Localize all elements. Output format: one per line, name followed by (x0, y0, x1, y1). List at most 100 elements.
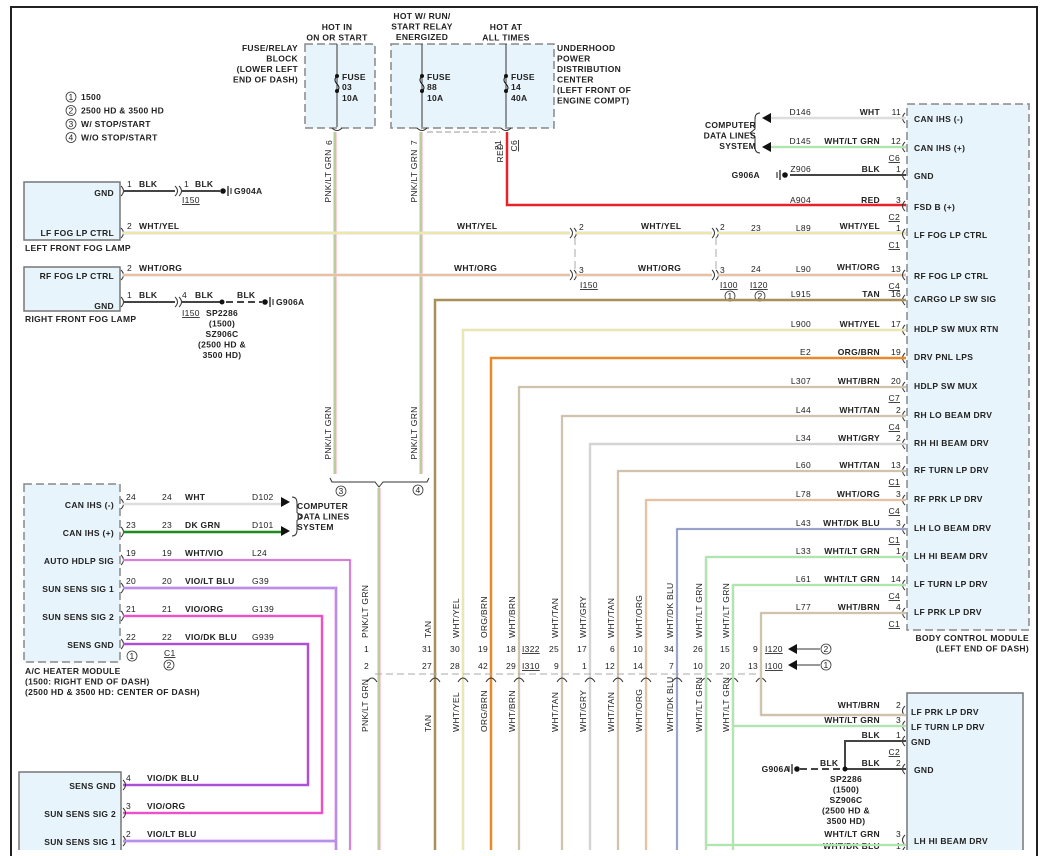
connector-pin-icon (174, 185, 178, 197)
bcm-pin-num: 3 (896, 195, 901, 205)
sun-sensor (18, 771, 122, 850)
option-2-num: 2 (757, 291, 762, 301)
wire-label: DK GRN (185, 520, 220, 530)
bus-pin-1: 9 (753, 644, 758, 654)
connector-pin-icon (513, 677, 525, 683)
circuit-label: G39 (252, 576, 269, 586)
splice-label: SP2286 (206, 308, 238, 318)
bcm-pin-label: LF PRK LP DRV (914, 607, 982, 617)
connector-pin-icon (500, 127, 512, 131)
splice-label: (1500) (833, 785, 859, 795)
bus-wire-label: WHT/YEL (451, 692, 461, 732)
bus-wire-label: WHT/LT GRN (721, 583, 731, 638)
option-2-num: 2 (166, 660, 171, 670)
computer-data-lines-label: DATA LINES (704, 131, 756, 141)
fuse-header: HOT AT (490, 22, 523, 32)
bus-pin-2: 9 (554, 661, 559, 671)
wire-label: WHT/YEL (457, 221, 497, 231)
bus-wire-label: WHT/ORG (634, 595, 644, 638)
fuse-header: ON OR START (306, 33, 368, 43)
fuse-icon (420, 89, 424, 93)
wire-label: WHT/ORG (837, 489, 880, 499)
bus-pin-2: 42 (478, 661, 488, 671)
ac-pin-label: SUN SENS SIG 1 (42, 584, 114, 594)
fuse-relay-block-label: END OF DASH) (233, 75, 298, 85)
bus-wire-label: ORG/BRN (479, 690, 489, 732)
option-4 (412, 484, 424, 496)
connector-label: C2 (889, 747, 900, 757)
pin-num: 2 (579, 222, 584, 232)
option-3-num: 3 (338, 486, 343, 496)
bus-pin-1: 1 (364, 644, 369, 654)
connector-label: C4 (889, 281, 900, 291)
pin-num: 23 (162, 520, 172, 530)
sun-sensor-pin-label: SENS GND (69, 781, 116, 791)
bcm-pin-num: 1 (896, 164, 901, 174)
wire-bcm-bus (731, 583, 906, 850)
wire-bcm-bus-stripe (518, 386, 906, 850)
legend-text: W/ STOP/START (81, 119, 151, 129)
option-1-num: 1 (823, 660, 828, 670)
wire-label: BLK (195, 179, 214, 189)
wire-label: WHT/DK BLU (823, 518, 880, 528)
legend-circle (65, 105, 77, 116)
lamp-pin-label: LF TURN LP DRV (911, 722, 985, 732)
fuse-relay-block (304, 43, 376, 129)
arrow-right-icon (281, 526, 290, 536)
wire-bcm-bus (489, 356, 906, 850)
connector-label: C1 (164, 648, 175, 658)
legend-circle-num: 1 (68, 92, 73, 102)
merge-brace-icon (329, 477, 430, 488)
wire-vio-org (123, 614, 324, 815)
fuse-number: 88 (427, 82, 437, 92)
connector-pin-icon (902, 846, 906, 850)
circuit-label: G939 (252, 632, 274, 642)
bcm-pin-num: 13 (891, 264, 901, 274)
bcm-pin-num: 1 (896, 223, 901, 233)
fuse-pin: 21 (493, 140, 503, 150)
bus-pin-2: 20 (720, 661, 730, 671)
alt-pin-num: 23 (751, 223, 761, 233)
component-title: LEFT FRONT FOG LAMP (25, 243, 131, 253)
bus-wire-label: WHT/ORG (634, 689, 644, 732)
circuit-label: L900 (791, 319, 811, 329)
bus-wire-label: TAN (423, 621, 433, 638)
wire-bcm-bus-stripe (645, 499, 906, 850)
sun-sensor-pin-label: SUN SENS SIG 2 (44, 809, 116, 819)
upd-center-label: (LEFT FRONT OF (557, 85, 631, 95)
wire-label: WHT/YEL (840, 319, 880, 329)
wire-red (505, 132, 906, 207)
pin-num: 3 (720, 265, 725, 275)
wire-label: WHT/TAN (839, 405, 880, 415)
connector-pin-icon (640, 677, 652, 683)
bcm-pin-num: 17 (891, 319, 901, 329)
wire-label: VIO/LT BLU (185, 576, 235, 586)
bus-wire-label: WHT/TAN (606, 692, 616, 732)
fuse-relay-block-label: (LOWER LEFT (237, 64, 299, 74)
fuse-icon (504, 89, 508, 93)
connector-pin-icon (711, 269, 715, 281)
pin-num: 24 (162, 492, 172, 502)
pin-num: 2 (720, 222, 725, 232)
alt-pin-num: 24 (751, 264, 761, 274)
sun-sensor-pin-label: SUN SENS SIG 1 (44, 837, 116, 847)
arrow-right-icon (281, 497, 290, 507)
fuse-amperage: 10A (342, 93, 359, 103)
legend-text: W/O STOP/START (81, 133, 158, 143)
upd-center-label: POWER (557, 54, 591, 64)
connector-pin-icon (174, 296, 178, 308)
bcm-pin-num: 3 (896, 518, 901, 528)
ac-pin-label: AUTO HDLP SIG (44, 556, 114, 566)
wire-label: PNK/LT GRN (323, 406, 333, 459)
pin-num: 3 (896, 715, 901, 725)
pin-num: 24 (126, 492, 136, 502)
connector-i120: I120 (765, 644, 783, 654)
wire-label: ORG/BRN (838, 347, 880, 357)
circuit-label: E2 (800, 347, 811, 357)
wire-label: BLK (139, 179, 158, 189)
splice-label: 3500 HD) (827, 816, 866, 826)
bus-pin-1: 6 (610, 644, 615, 654)
connector-label: I150 (580, 280, 598, 290)
lamp-pin-label: GND (911, 737, 931, 747)
